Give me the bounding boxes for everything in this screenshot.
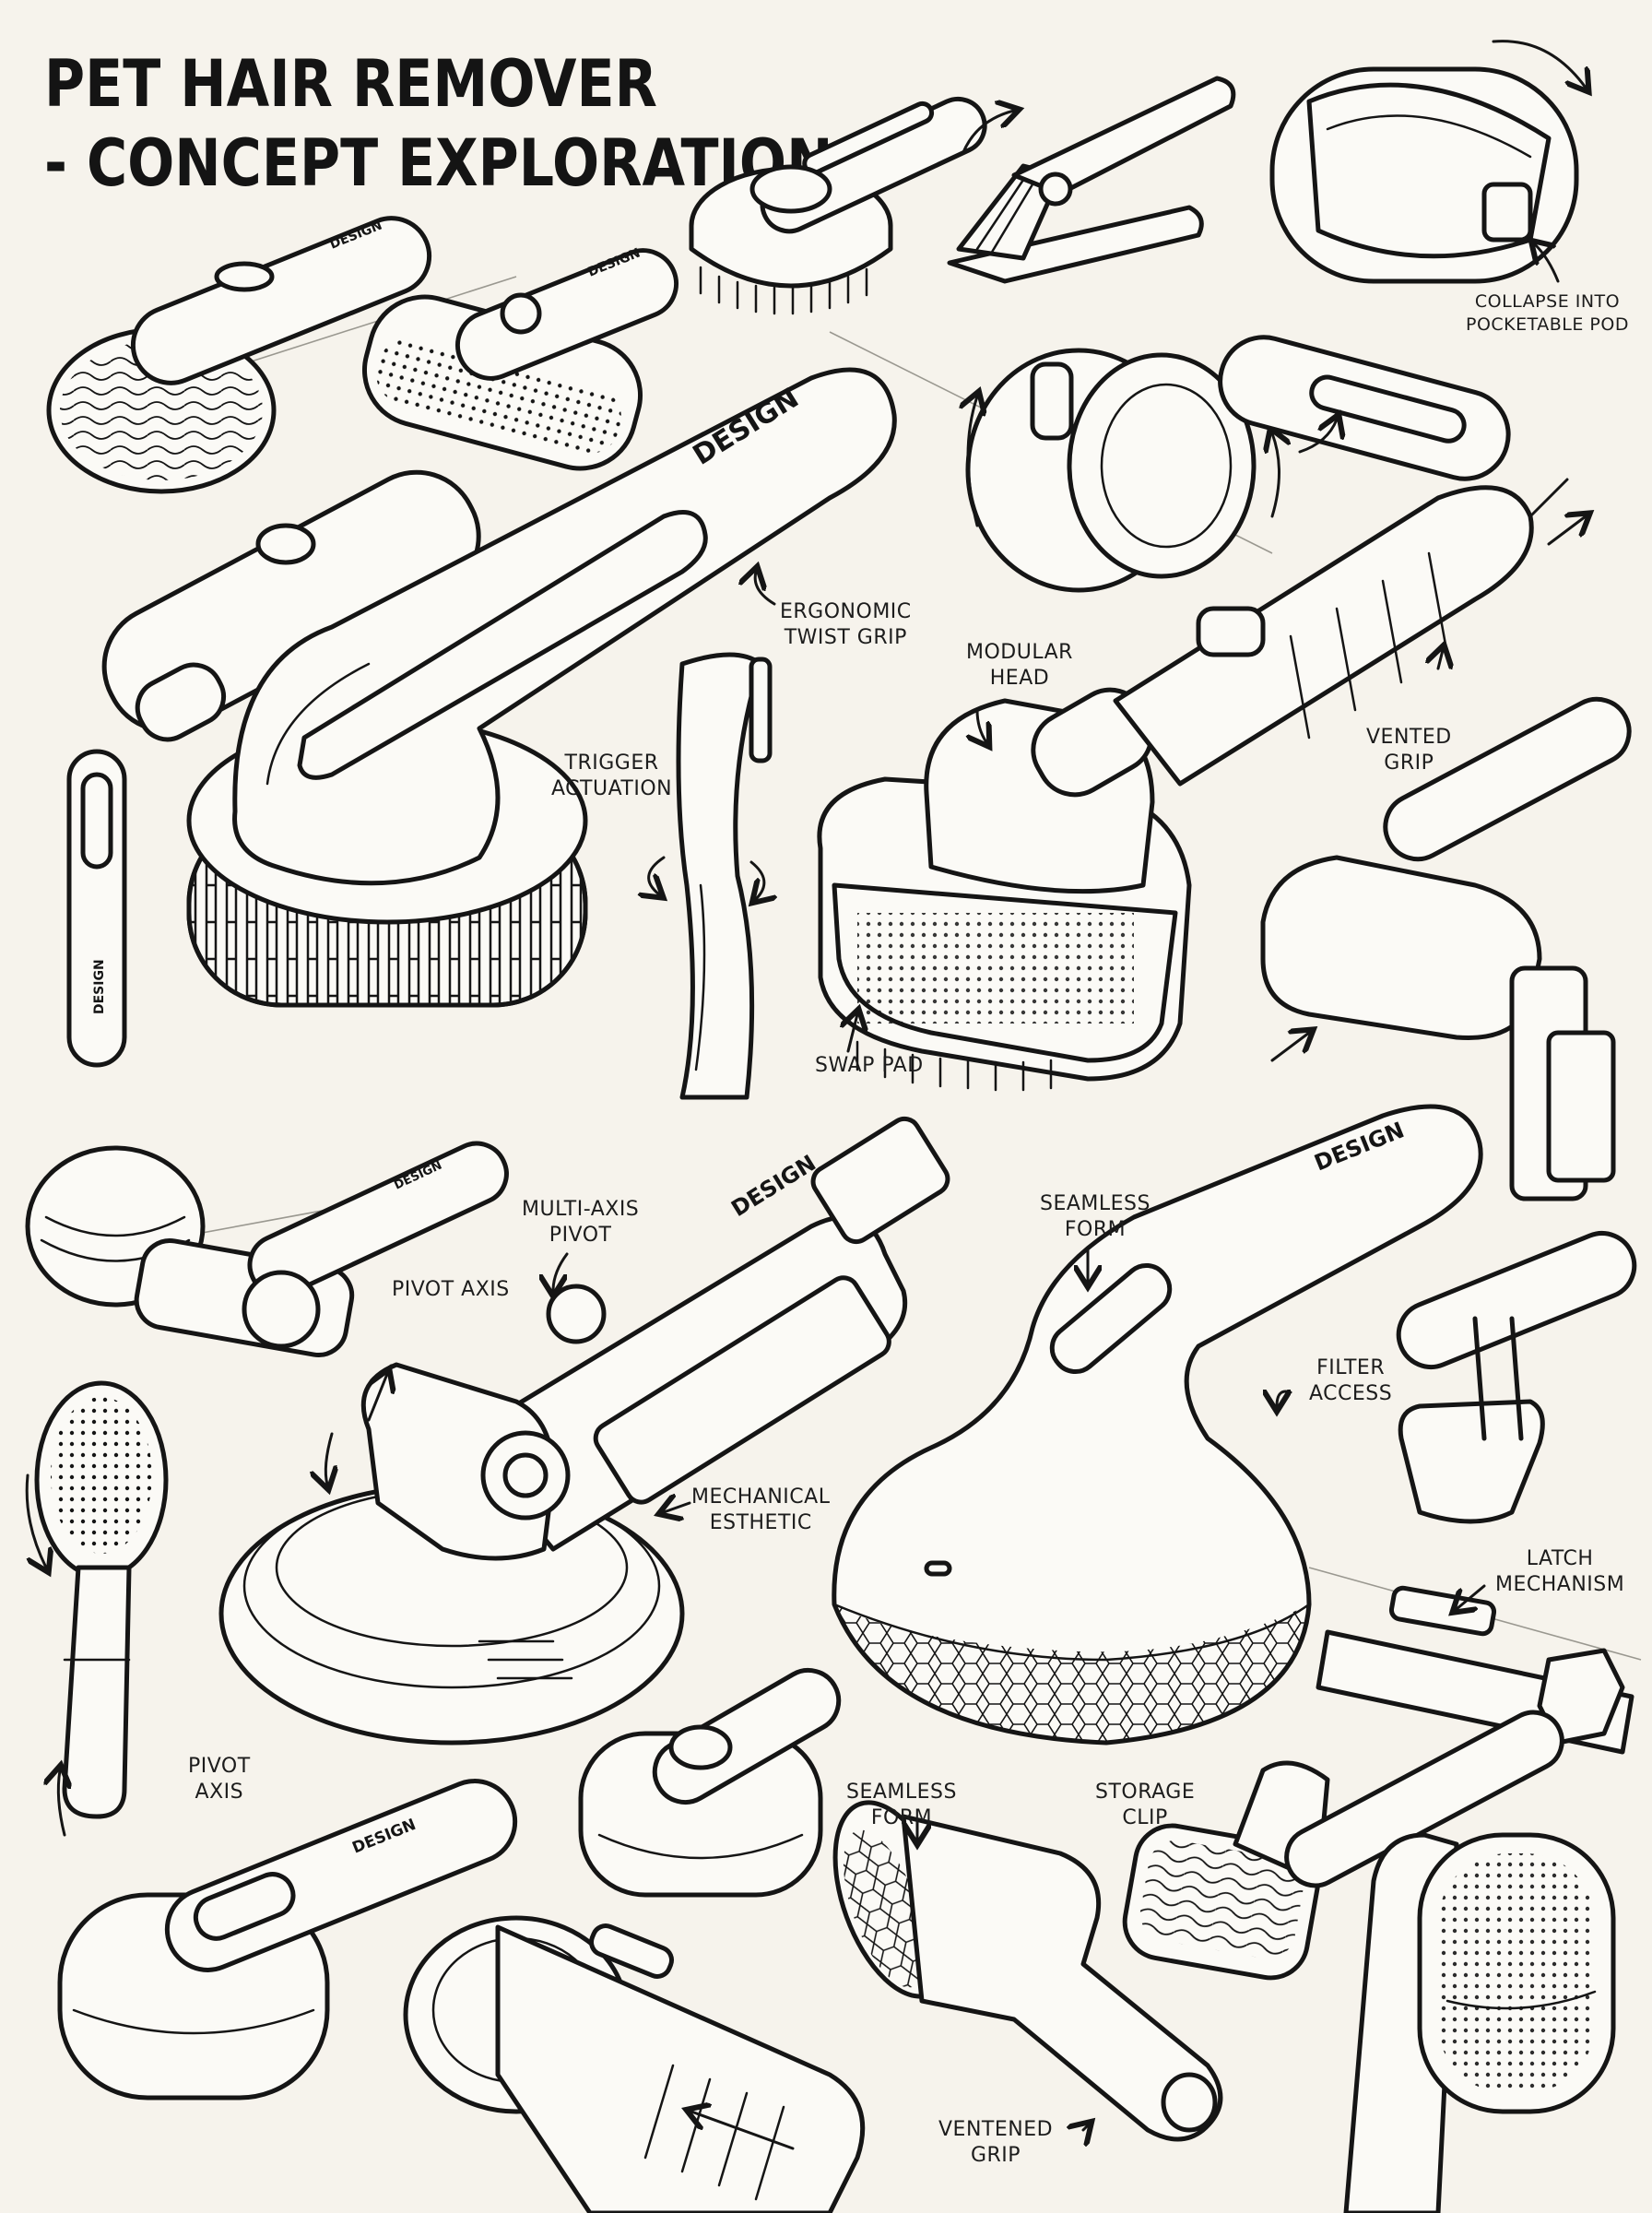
sketch-pivot-head-small: DESIGN xyxy=(25,1141,509,1357)
sketch-roller-drum xyxy=(968,348,1280,593)
callout-collapse: COLLAPSE INTO POCKETABLE POD xyxy=(1466,291,1629,335)
sketch-seamless-form-2 xyxy=(832,1800,1223,2139)
callout-mechanical: MECHANICAL ESTHETIC xyxy=(691,1485,831,1534)
sketch-filter-latch xyxy=(1277,1231,1637,1755)
brand-mark-vertical: DESIGN xyxy=(92,959,107,1014)
callout-trigger: TRIGGER ACTUATION xyxy=(551,751,673,800)
sketch-shower-head-brush xyxy=(25,1380,169,1837)
sheet-title: PET HAIR REMOVER - CONCEPT EXPLORATION xyxy=(44,44,832,203)
sketch-seamless-form: DESIGN xyxy=(832,1104,1483,1746)
sketch-vertical-handle: DESIGN xyxy=(66,749,127,1068)
callout-arrows xyxy=(553,572,1443,1840)
sketch-dotted-pad-brush: DESIGN xyxy=(361,246,679,471)
callout-vented: VENTED GRIP xyxy=(1366,726,1452,775)
sketch-trigger-grip xyxy=(649,652,770,1100)
callout-modular: MODULAR HEAD xyxy=(966,641,1073,690)
title-line-2: - CONCEPT EXPLORATION xyxy=(44,125,833,201)
sketch-small-pad-brush xyxy=(578,1668,842,1898)
sketch-bottom-vent-tool xyxy=(403,1915,866,2213)
callout-ergonomic: ERGONOMIC TWIST GRIP xyxy=(780,600,912,649)
callout-filter: FILTER ACCESS xyxy=(1309,1356,1393,1405)
sketch-pocketable-pod xyxy=(1269,40,1586,284)
sketch-storage-clip-brush xyxy=(1122,1710,1564,1981)
sketch-hero-twist-brush: DESIGN xyxy=(186,367,897,1008)
sketch-folding-clamp xyxy=(947,76,1236,284)
callout-seamless-2: SEAMLESS FORM xyxy=(846,1781,957,1829)
callout-pivot-axis-1: PIVOT AXIS xyxy=(392,1278,510,1301)
sketch-side-hex-pad xyxy=(1343,1832,1616,2213)
callout-storage: STORAGE CLIP xyxy=(1095,1781,1196,1829)
callout-pivot-axis-2: PIVOT AXIS xyxy=(188,1755,251,1804)
sketch-round-brush-top xyxy=(689,96,987,315)
callout-seamless-1: SEAMLESS FORM xyxy=(1040,1192,1150,1241)
brand-mark-mech: DESIGN xyxy=(726,1150,820,1222)
callout-latch: LATCH MECHANISM xyxy=(1495,1547,1625,1596)
sketch-modular-head xyxy=(817,478,1586,1092)
callout-ventened: VENTENED GRIP xyxy=(938,2118,1054,2167)
title-line-1: PET HAIR REMOVER xyxy=(44,46,657,122)
sketch-slider-tool xyxy=(1218,335,1511,481)
sketch-clip-brush xyxy=(1260,696,1632,1201)
sketch-bottom-left-brush: DESIGN xyxy=(57,1779,518,2101)
sketch-mechanical-pivot-brush: DESIGN xyxy=(218,1116,950,1746)
callout-multiaxis: MULTI-AXIS PIVOT xyxy=(522,1198,640,1247)
sketch-handheld-roller xyxy=(101,469,481,742)
callout-swap: SWAP PAD xyxy=(815,1054,924,1077)
sketch-flat-lint-brush: DESIGN xyxy=(46,216,432,494)
